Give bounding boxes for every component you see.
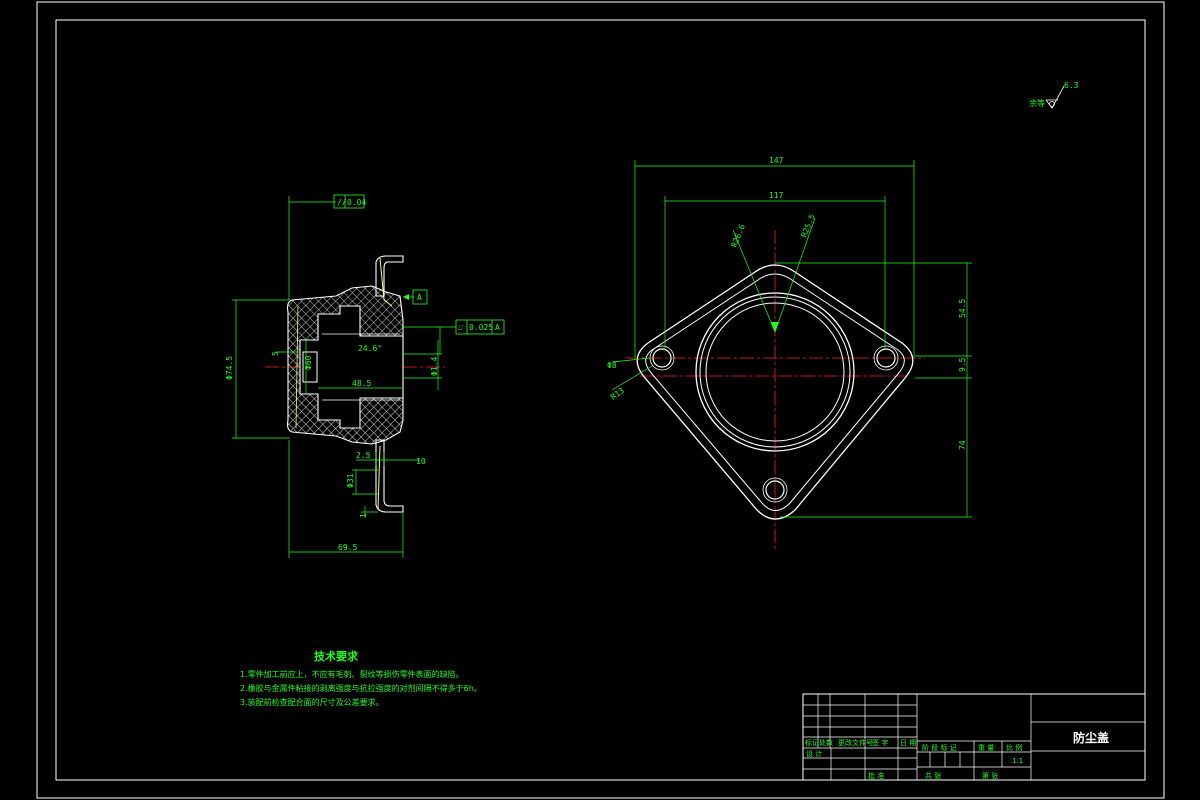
note-item-2: 2.橡胶与金属件粘接的剥离强度与抗拉强度的对剂间隔不得多于6h。 xyxy=(240,683,482,693)
tb-weight: 重 量 xyxy=(978,744,994,752)
dim-flange-dia: Φ31 xyxy=(346,473,355,488)
dim-hole-dia: Φ8 xyxy=(607,361,617,370)
mount-hole-bottom xyxy=(765,480,785,500)
dim-upper-height: 54.5 xyxy=(958,299,967,318)
boss-mid-circle xyxy=(699,296,851,448)
tb-date: 日 期 xyxy=(900,739,916,747)
flange-top xyxy=(375,255,404,297)
dim-angle: 24.6° xyxy=(358,344,382,353)
tb-part-name: 防尘盖 xyxy=(1073,730,1109,745)
inner-cavity xyxy=(299,305,404,429)
tb-scale-value: 1:1 xyxy=(1012,757,1023,765)
dim-height-dia: Φ74.5 xyxy=(225,356,234,380)
dim-overall-width: 69.5 xyxy=(338,543,357,552)
dim-radius-1: R26.6 xyxy=(730,223,747,249)
runout-symbol: ⌰ xyxy=(458,323,464,332)
dim-flange-offset: 10 xyxy=(416,457,426,466)
dim-thickness: 5 xyxy=(271,351,280,356)
boss-inner-circle xyxy=(705,302,845,442)
dim-inner-width: 48.5 xyxy=(352,379,371,388)
svg-text:6.3: 6.3 xyxy=(1064,81,1079,90)
datum-label: A xyxy=(417,293,422,302)
tb-sign: 签 字 xyxy=(872,738,888,747)
tb-page: 第 张 xyxy=(982,771,998,780)
notes-title: 技术要求 xyxy=(314,649,359,663)
inner-frame xyxy=(55,19,1146,781)
note-item-3: 3.装配前检查配合面的尺寸及公差要求。 xyxy=(240,697,384,707)
dim-hole-spacing: 117 xyxy=(769,191,784,200)
note-item-1: 1.零件加工前应上，不应有毛刺、裂纹等损伤零件表面的缺陷。 xyxy=(240,669,464,679)
dim-flange-small: 1 xyxy=(359,513,368,518)
boss-outer-circle xyxy=(695,292,855,452)
roughness-symbol: 余等 6.3 xyxy=(1029,81,1079,109)
flange-outline xyxy=(636,264,914,520)
dim-corner-radius: R13 xyxy=(609,386,626,402)
dim-plan-width: 147 xyxy=(769,156,784,165)
tb-count: 处数 xyxy=(819,738,833,747)
tb-approve: 批 准 xyxy=(868,771,884,780)
dim-step: Φ1.4 xyxy=(430,357,439,376)
tb-sheet: 共 张 xyxy=(925,771,941,780)
dim-lower-height: 74 xyxy=(958,440,967,450)
mount-hole-right xyxy=(876,348,896,368)
title-block: 标记 处数 更改文件号 签 字 日 期 设 计 批 准 阶 段 标 记 重 量 … xyxy=(802,693,1146,781)
section-view: // 0.04 A ⌰ 0.025 A Φ74.5 Φ60 24.6° 48.5… xyxy=(225,194,505,558)
tb-design: 设 计 xyxy=(806,749,822,758)
flatness-value: 0.04 xyxy=(347,198,366,207)
runout-datum: A xyxy=(495,323,500,332)
svg-text:余等: 余等 xyxy=(1029,98,1045,108)
mount-hole-left xyxy=(652,348,672,368)
outer-frame xyxy=(36,1,1165,799)
flange-inner-outline xyxy=(645,273,905,511)
dim-lip: 2.5 xyxy=(356,451,371,460)
dim-inner-dia: Φ60 xyxy=(304,355,313,370)
dim-center-offset: 9.5 xyxy=(958,357,967,372)
tb-scale: 比 例 xyxy=(1006,743,1022,752)
tb-mark: 标记 xyxy=(805,738,819,747)
flange-bottom xyxy=(375,439,404,513)
runout-value: 0.025 xyxy=(469,323,493,332)
tb-file: 更改文件号 xyxy=(838,738,873,747)
dim-radius-2: R25.5 xyxy=(800,213,817,239)
technical-notes: 技术要求 1.零件加工前应上，不应有毛刺、裂纹等损伤零件表面的缺陷。 2.橡胶与… xyxy=(240,649,482,707)
plan-view: 147 117 R26.6 R25.5 Φ8 R13 54.5 9.5 74 xyxy=(607,156,972,552)
tb-stage: 阶 段 标 记 xyxy=(922,743,957,752)
flatness-symbol: // xyxy=(337,198,347,207)
